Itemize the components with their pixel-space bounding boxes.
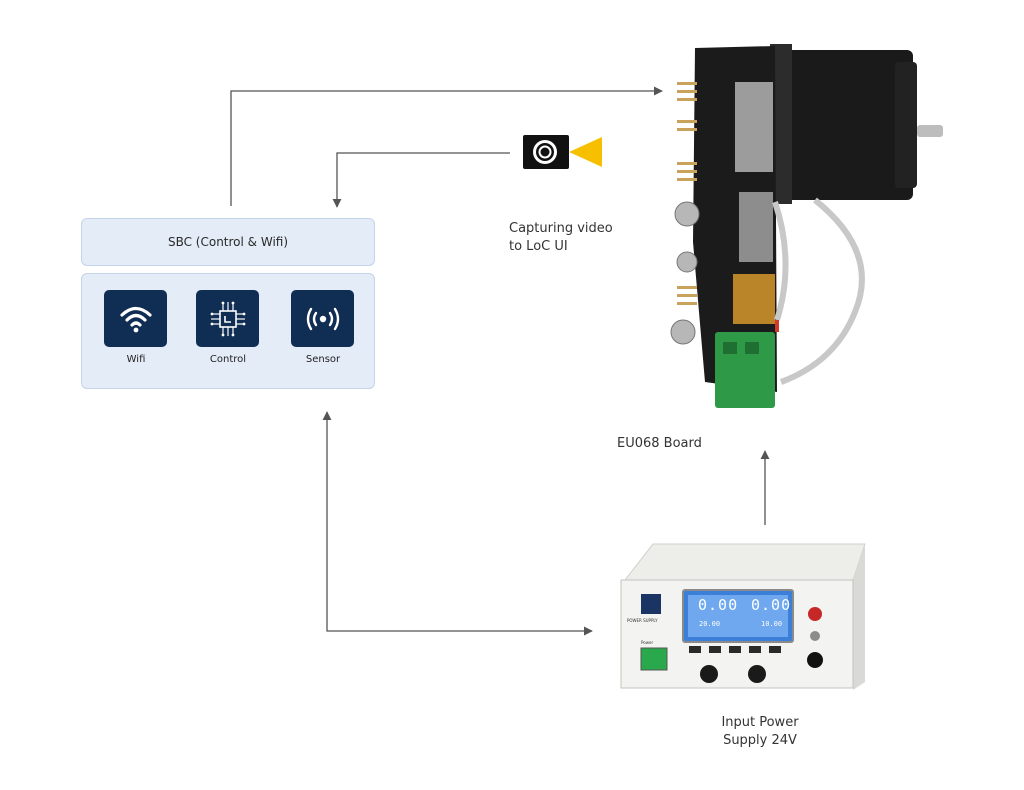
power-label: Power [641, 640, 654, 645]
sensor-tile [291, 290, 354, 347]
sbc-title: SBC (Control & Wifi) [167, 235, 289, 249]
power-supply-brand: POWER SUPPLY [627, 618, 658, 623]
wifi-icon [119, 306, 152, 332]
power-supply-caption-line1: Input Power [721, 715, 799, 730]
arrow-camera-to-sbc [332, 152, 510, 208]
camera-caption: Capturing video to LoC UI [509, 220, 613, 256]
display-voltage: 0.00 [698, 596, 739, 614]
display-current-set: 10.00 [761, 620, 783, 628]
camera-caption-line1: Capturing video [509, 221, 613, 236]
chip-icon [210, 301, 245, 336]
arrow-sbc-power [322, 411, 593, 636]
arrow-sbc-to-board [230, 86, 663, 206]
camera-icon [523, 135, 602, 169]
power-supply-image: POWER SUPPLY Power 0.00 0.00 20.00 10.00 [603, 542, 867, 690]
wifi-label: Wifi [126, 354, 146, 365]
motor-board-image [670, 44, 943, 408]
power-supply-caption: Input Power Supply 24V [700, 714, 820, 750]
sbc-modules-panel: Wifi Control [81, 273, 375, 389]
display-voltage-set: 20.00 [699, 620, 721, 628]
broadcast-icon [306, 307, 339, 330]
board-label: EU068 Board [617, 436, 702, 451]
display-current: 0.00 [751, 596, 792, 614]
control-label: Control [209, 354, 247, 365]
power-supply-caption-line2: Supply 24V [723, 733, 797, 748]
sbc-header: SBC (Control & Wifi) [81, 218, 375, 266]
power-supply-case [620, 543, 866, 690]
wifi-tile [104, 290, 167, 347]
camera-caption-line2: to LoC UI [509, 239, 568, 254]
sensor-label: Sensor [305, 354, 341, 365]
control-tile [196, 290, 259, 347]
